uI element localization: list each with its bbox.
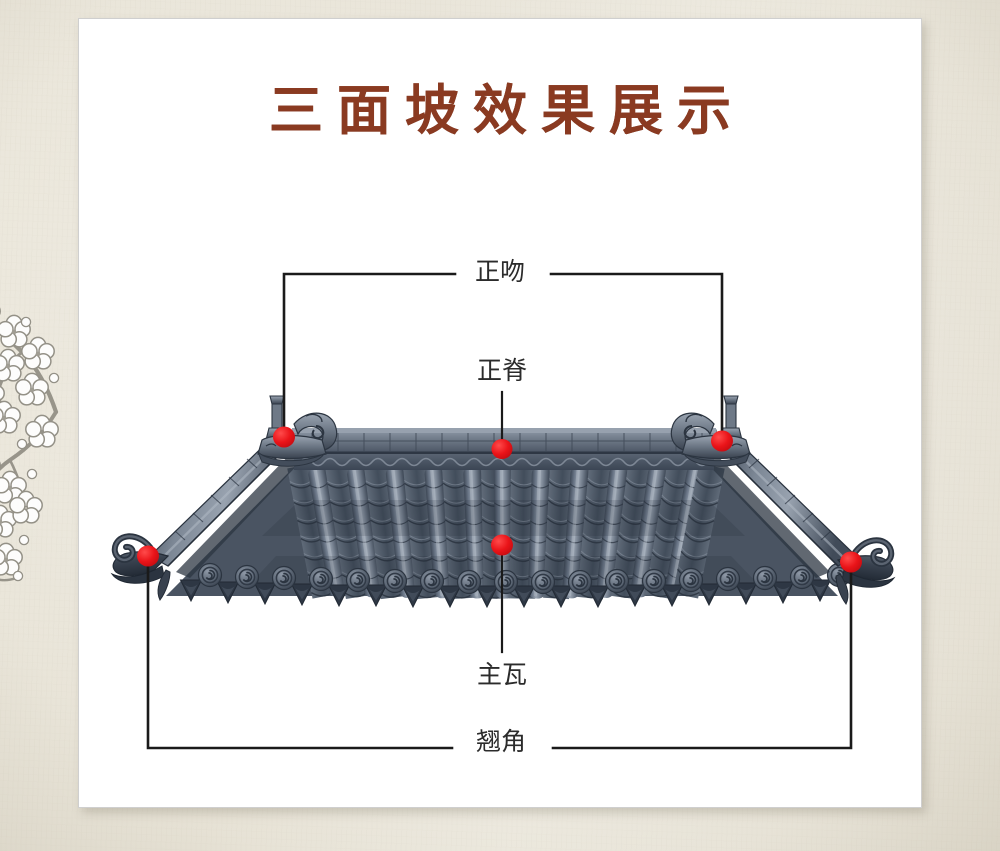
content-card — [78, 18, 922, 808]
callout-label-qiaojiao: 翘角 — [475, 727, 527, 756]
leader-qiaojiao-left — [146, 554, 454, 750]
marker-zhuwa — [491, 534, 513, 556]
plum-blossom-icon — [0, 292, 86, 592]
leader-zhengwen-right — [549, 272, 724, 443]
marker-qiaojiao-right — [840, 551, 862, 573]
callout-leader-lines — [146, 272, 853, 750]
marker-zhengwen-left — [273, 426, 295, 448]
marker-zhengwen-right — [711, 430, 733, 452]
callout-label-zhengwen: 正吻 — [474, 257, 526, 286]
leader-qiaojiao-right — [551, 560, 853, 750]
callout-markers — [137, 426, 862, 573]
leader-zhengwen-left — [282, 272, 457, 439]
callout-label-zhengji: 正脊 — [476, 356, 528, 385]
marker-zhengji — [491, 439, 513, 459]
marker-qiaojiao-left — [137, 545, 159, 567]
eave-course — [180, 562, 852, 608]
page-title: 三面坡效果展示 — [0, 66, 1000, 145]
callout-label-zhuwa: 主瓦 — [476, 660, 528, 689]
